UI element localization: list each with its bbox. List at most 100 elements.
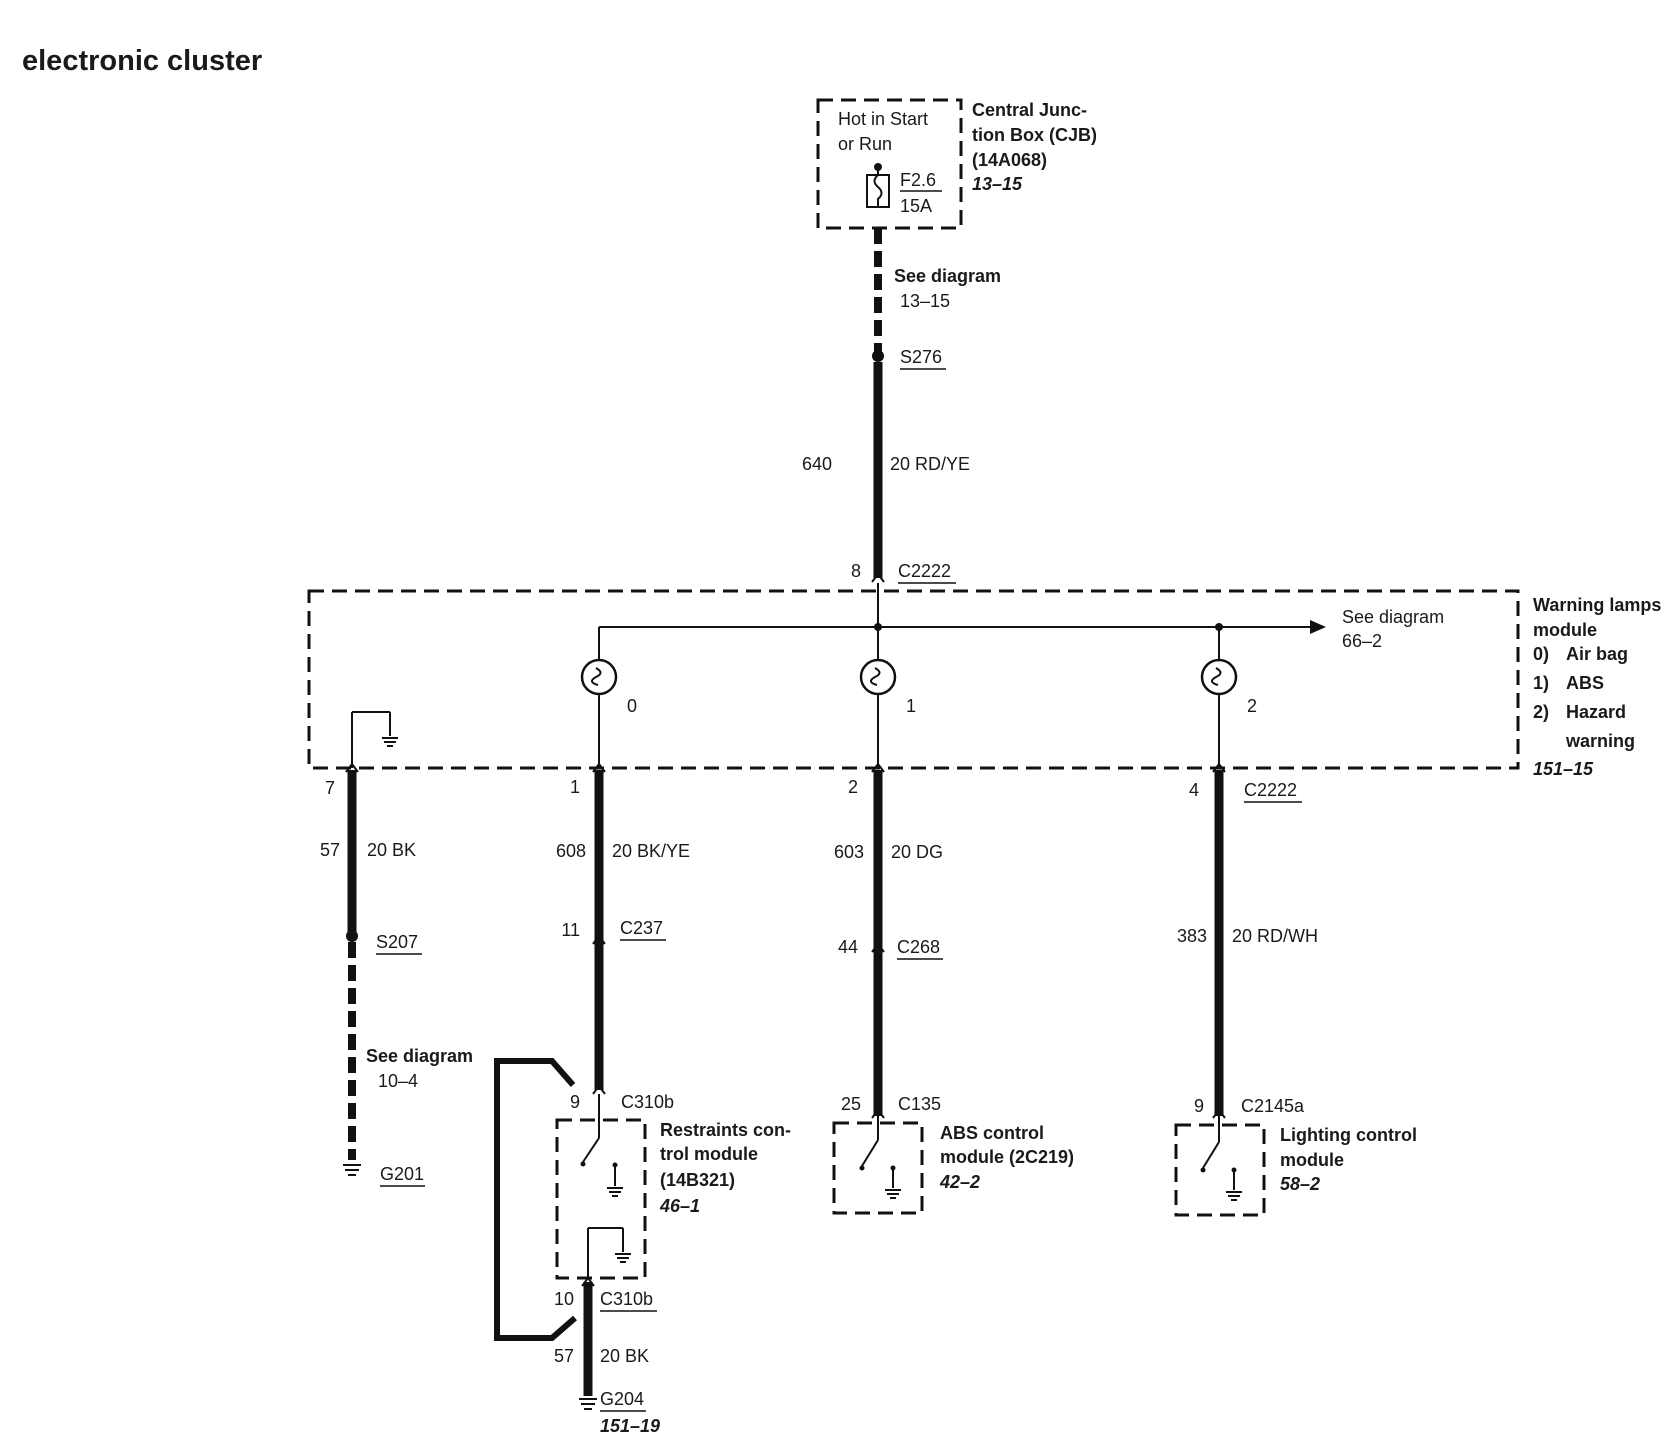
connector-c135-label: C135: [898, 1094, 941, 1114]
connector-c310b-pin: 9: [570, 1092, 580, 1112]
wlm-see-diagram: See diagram: [1342, 607, 1444, 627]
ground-branch-see-diagram: See diagram: [366, 1046, 473, 1066]
cjb-name-line2: tion Box (CJB): [972, 125, 1097, 145]
restraints-part-number: (14B321): [660, 1170, 735, 1190]
cjb-part-number: (14A068): [972, 150, 1047, 170]
wlm-reference: 151–15: [1533, 759, 1594, 779]
connector-c135-pin: 25: [841, 1094, 861, 1114]
lamp-1-id: 1: [906, 696, 916, 716]
restraints-branch-wire-color: 20 BK/YE: [612, 841, 690, 861]
connector-c310b-label: C310b: [621, 1092, 674, 1112]
ground-g201-label: G201: [380, 1164, 424, 1184]
ground-icon: [885, 1189, 901, 1199]
fuse-icon: [866, 163, 890, 208]
wlm-name-line1: Warning lamps: [1533, 595, 1661, 615]
central-junction-box: Hot in Start or Run F2.6 15A Central Jun…: [816, 98, 1097, 230]
connector-c268-mark: [871, 942, 885, 953]
wlm-lamp-num: 1): [1533, 673, 1549, 693]
wlm-outline: [307, 589, 1520, 770]
splice-s276-label: S276: [900, 347, 942, 367]
cjb-power-line2: or Run: [838, 134, 892, 154]
ground-branch-circuit: 57: [320, 840, 340, 860]
restraints-branch-circuit: 608: [556, 841, 586, 861]
connector-c237-pin: 11: [561, 920, 580, 940]
abs-reference: 42–2: [939, 1172, 980, 1192]
ground-icon: [1226, 1191, 1242, 1201]
lighting-name-line1: Lighting control: [1280, 1125, 1417, 1145]
wlm-lamp-label: warning: [1565, 731, 1635, 751]
feed-wire-color: 20 RD/YE: [890, 454, 970, 474]
wlm-lamp-label: ABS: [1566, 673, 1604, 693]
connector-c268-pin: 44: [838, 937, 858, 957]
ground-branch-pin: 7: [325, 778, 335, 798]
switch-icon: [1202, 1141, 1220, 1169]
restraints-ground-wire: [579, 1276, 597, 1410]
lighting-reference: 58–2: [1280, 1174, 1320, 1194]
wlm-lamp-num: 2): [1533, 702, 1549, 722]
connector-c268-label: C268: [897, 937, 940, 957]
wlm-lamp-label: Air bag: [1566, 644, 1628, 664]
ground-branch-see-reference: 10–4: [378, 1071, 418, 1091]
lighting-connector-label: C2222: [1244, 780, 1297, 800]
restraints-branch-pin: 1: [570, 777, 580, 797]
feed-pin-number: 8: [851, 561, 861, 581]
lamp-0-id: 0: [627, 696, 637, 716]
connector-c310b-out-label: C310b: [600, 1289, 653, 1309]
wlm-see-reference: 66–2: [1342, 631, 1382, 651]
feed-wire: [871, 228, 885, 583]
ground-g204-label: G204: [600, 1389, 644, 1409]
feed-see-diagram: See diagram: [894, 266, 1001, 286]
abs-branch-circuit: 603: [834, 842, 864, 862]
lighting-branch-circuit: 383: [1177, 926, 1207, 946]
connector-c310b-out-pin: 10: [554, 1289, 574, 1309]
ground-branch-wire-color: 20 BK: [367, 840, 416, 860]
lighting-module-outline: [1174, 1123, 1266, 1217]
ground-icon: [607, 1187, 623, 1197]
wlm-lamp-num: 0): [1533, 644, 1549, 664]
switch-icon: [582, 1137, 600, 1163]
switch-icon: [861, 1139, 879, 1167]
splice-s276-dot: [872, 350, 884, 362]
restraints-name-line2: trol module: [660, 1144, 758, 1164]
cjb-name-line1: Central Junc-: [972, 100, 1087, 120]
diagram-title: electronic cluster: [22, 45, 262, 77]
lamp-2-id: 2: [1247, 696, 1257, 716]
splice-s207-label: S207: [376, 932, 418, 952]
abs-name-line1: ABS control: [940, 1123, 1044, 1143]
lamp-bulb-icon: [859, 658, 897, 696]
abs-branch-wire-color: 20 DG: [891, 842, 943, 862]
lighting-branch-wire: [1212, 762, 1226, 1119]
cjb-outline: [816, 98, 963, 230]
connector-c2222-pin8-mark: [871, 572, 885, 583]
lamp-bulb-icon: [580, 658, 618, 696]
feed-circuit-number: 640: [802, 454, 832, 474]
restraints-reference: 46–1: [659, 1196, 700, 1216]
connector-c237-label: C237: [620, 918, 663, 938]
fuse-rating: 15A: [900, 196, 932, 216]
connector-c2145a-pin: 9: [1194, 1096, 1204, 1116]
lighting-branch-pin: 4: [1189, 780, 1199, 800]
cjb-power-line1: Hot in Start: [838, 109, 928, 129]
connector-c310b-bracket: [494, 1058, 577, 1341]
ground-icon: [615, 1253, 631, 1263]
abs-branch-wire: [871, 762, 885, 1119]
abs-branch-pin: 2: [848, 777, 858, 797]
warning-lamps-module: [307, 583, 1520, 770]
restraints-branch-wire: [494, 762, 606, 1341]
restraints-control-module: [555, 1094, 647, 1280]
cjb-reference: 13–15: [972, 174, 1023, 194]
lighting-name-line2: module: [1280, 1150, 1344, 1170]
ground-icon: [382, 737, 398, 747]
lighting-control-module: [1174, 1116, 1266, 1217]
restraints-ground-wire-color: 20 BK: [600, 1346, 649, 1366]
abs-module-outline: [832, 1121, 924, 1215]
ground-icon: [579, 1398, 597, 1410]
arrow-right-icon: [1310, 620, 1326, 634]
wlm-lamp-label: Hazard: [1566, 702, 1626, 722]
connector-c237-mark: [592, 934, 606, 945]
connector-c2145a-label: C2145a: [1241, 1096, 1305, 1116]
feed-connector-label: C2222: [898, 561, 951, 581]
restraints-ground-circuit: 57: [554, 1346, 574, 1366]
restraints-module-outline: [555, 1118, 647, 1280]
